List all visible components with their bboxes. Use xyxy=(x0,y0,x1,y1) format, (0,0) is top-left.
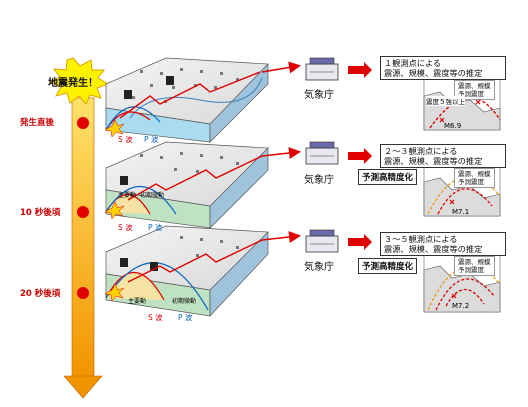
legend-predicted-intensity: 予測震度 xyxy=(458,178,484,186)
panel1-magnitude: M6.9 xyxy=(444,122,462,130)
panel2-main-motion: 主要動 xyxy=(118,192,137,199)
panel1-s-wave: S 波 xyxy=(118,135,133,144)
agency-label-1: 気象庁 xyxy=(304,90,334,101)
panel2-accuracy-badge: 予測高精度化 xyxy=(358,169,418,185)
panel2-magnitude: M7.1 xyxy=(452,208,470,216)
transmit-arrow-3 xyxy=(261,231,301,243)
panel1-intensity-label: 震度５強以上 xyxy=(426,96,465,106)
panel2-p-wave: P 波 xyxy=(148,223,163,232)
panel3-p-wave: P 波 xyxy=(178,313,193,322)
seismometer-icon-3 xyxy=(305,229,339,253)
timeline-label-3: 20 秒後頃 xyxy=(20,289,61,299)
panel3-estimate-header: ３～５観測点による 震源、規模、震度等の推定 xyxy=(380,232,506,256)
panel2-header-line-1: ２～３観測点による xyxy=(384,146,458,156)
result-arrow-3 xyxy=(348,234,372,250)
panel3-slab xyxy=(104,225,269,317)
seismometer-icon-2 xyxy=(305,141,339,165)
panel2-estimate-header: ２～３観測点による 震源、規模、震度等の推定 xyxy=(380,144,506,168)
timeline-label-2: 10 秒後頃 xyxy=(20,208,61,218)
timeline-dot-1 xyxy=(77,117,89,129)
panel2-s-wave: S 波 xyxy=(118,223,133,232)
timeline-arrow xyxy=(63,97,103,399)
panel3-header-line-2: 震源、規模、震度等の推定 xyxy=(384,244,483,254)
legend-predicted-intensity: 予測震度 xyxy=(458,266,484,274)
panel3-initial-motion: 初期微動 xyxy=(172,298,197,305)
legend-epicenter: 震源、規模 xyxy=(458,258,491,266)
legend-epicenter: 震源、規模 xyxy=(458,82,491,90)
transmit-arrow-2 xyxy=(261,147,301,159)
legend-predicted-intensity: 予測震度 xyxy=(458,90,484,98)
result-arrow-1 xyxy=(348,62,372,78)
alert-label: 地震発生！ xyxy=(48,78,98,89)
timeline-dot-3 xyxy=(77,287,89,299)
panel2-initial-motion: 初期微動 xyxy=(140,192,165,199)
panel3-header-line-1: ３～５観測点による xyxy=(384,234,458,244)
panel1-estimate-header: １観測点による 震源、規模、震度等の推定 xyxy=(380,56,506,80)
timeline-label-1: 発生直後 xyxy=(20,118,55,128)
panel3-s-wave: S 波 xyxy=(148,313,163,322)
panel2-slab xyxy=(104,141,269,229)
panel3-accuracy-badge: 予測高精度化 xyxy=(358,258,418,274)
alert-burst xyxy=(48,57,110,105)
transmit-arrow-1 xyxy=(261,61,301,74)
panel1-header-line-2: 震源、規模、震度等の推定 xyxy=(384,68,483,78)
panel3-legend: 震源、規模 予測震度 xyxy=(454,256,495,276)
legend-epicenter: 震源、規模 xyxy=(458,170,491,178)
seismometer-icon-1 xyxy=(305,57,339,81)
result-arrow-2 xyxy=(348,148,372,164)
agency-label-3: 気象庁 xyxy=(304,262,334,273)
timeline-dot-2 xyxy=(77,206,89,218)
panel3-magnitude: M7.2 xyxy=(452,302,470,310)
panel3-main-motion: 主要動 xyxy=(128,298,147,305)
panel2-legend: 震源、規模 予測震度 xyxy=(454,168,495,188)
panel1-slab xyxy=(104,57,269,143)
panel1-p-wave: P 波 xyxy=(144,135,159,144)
panel2-header-line-2: 震源、規模、震度等の推定 xyxy=(384,156,483,166)
agency-label-2: 気象庁 xyxy=(304,175,334,186)
panel1-header-line-1: １観測点による xyxy=(384,58,442,68)
panel1-legend: 震源、規模 予測震度 xyxy=(454,80,495,100)
